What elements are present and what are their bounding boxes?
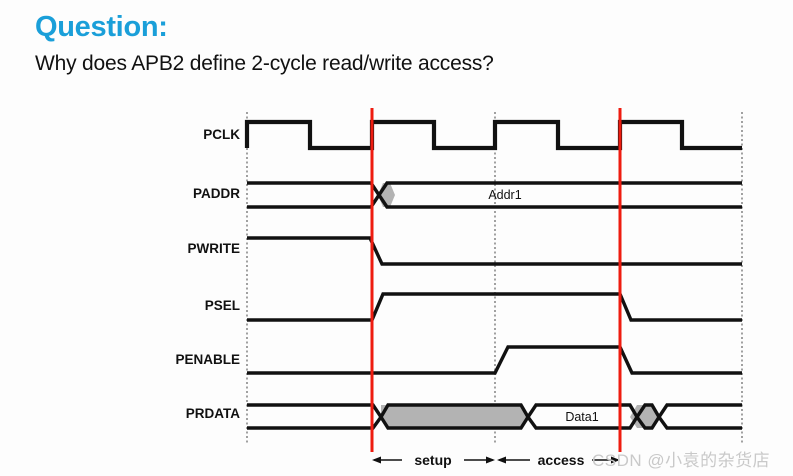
prdata-value-text: Data1 — [565, 410, 598, 424]
phase-label-access: access — [538, 452, 585, 468]
signal-label-penable: PENABLE — [175, 352, 240, 367]
phase-label-setup: setup — [414, 452, 451, 468]
paddr-rail-upper — [247, 181, 742, 209]
waveform-pwrite — [247, 236, 742, 266]
signal-label-paddr: PADDR — [193, 186, 240, 201]
waveform-paddr: Addr1 — [247, 181, 742, 209]
waveform-pclk — [244, 119, 742, 151]
setup-arrow-left-head — [372, 456, 381, 464]
phase-markers — [370, 108, 622, 452]
gridlines — [246, 112, 743, 444]
prdata-rail-upper — [247, 403, 742, 421]
access-arrow-left-head — [497, 456, 506, 464]
paddr-value-text: Addr1 — [488, 188, 521, 202]
access-arrow-right-head — [611, 456, 620, 464]
waveform-psel — [247, 292, 742, 322]
page-title: Question: — [35, 11, 168, 43]
signal-label-pwrite: PWRITE — [188, 241, 241, 256]
prdata-rail-lower — [247, 413, 742, 430]
signal-label-prdata: PRDATA — [186, 406, 240, 421]
signal-labels: PCLK PADDR PWRITE PSEL PENABLE PRDATA — [175, 127, 240, 421]
watermark: CSDN @小袁的杂货店 — [592, 451, 771, 470]
waveform-prdata: Data1 — [247, 403, 742, 430]
prdata-undefined-fill-2 — [630, 405, 659, 428]
prdata-undefined-fill-1 — [381, 405, 528, 428]
signal-label-psel: PSEL — [205, 298, 240, 313]
signal-label-pclk: PCLK — [203, 127, 240, 142]
paddr-rail-lower — [247, 181, 742, 209]
setup-arrow-right-head — [486, 456, 495, 464]
waveform-penable — [247, 345, 742, 375]
page-subtitle: Why does APB2 define 2-cycle read/write … — [35, 52, 494, 75]
phase-annotations — [372, 456, 620, 464]
